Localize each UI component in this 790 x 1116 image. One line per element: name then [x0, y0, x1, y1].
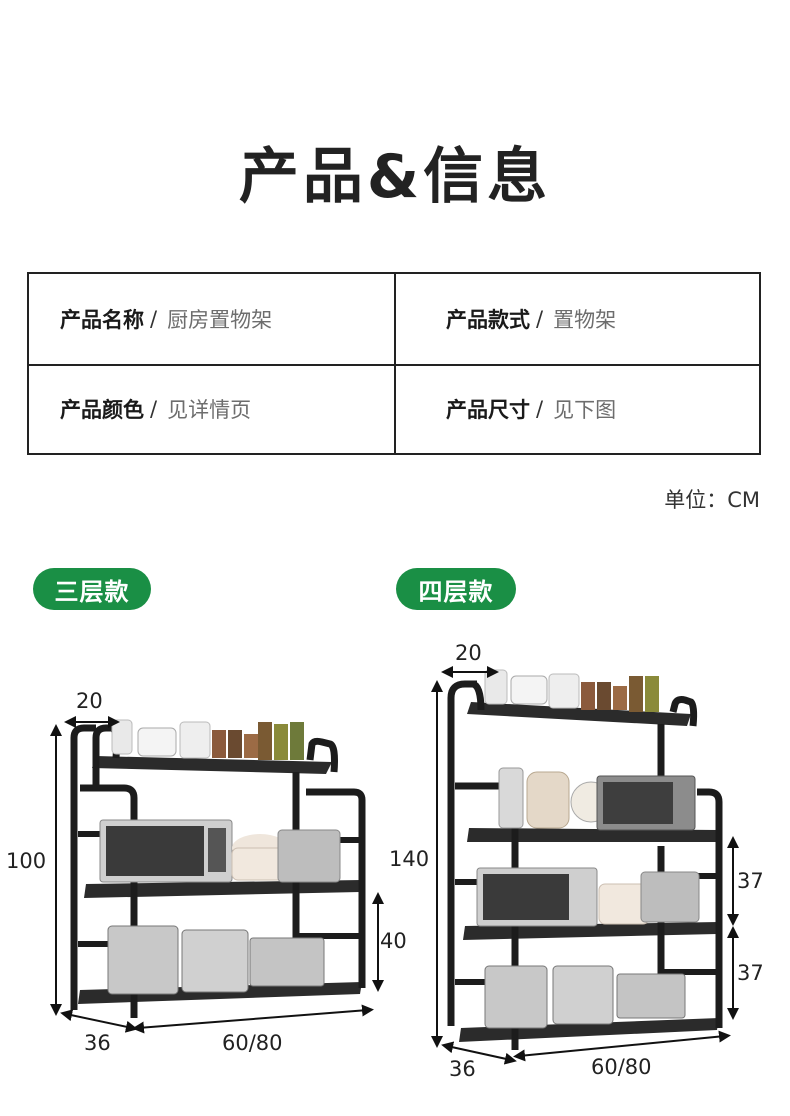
- badge-three-tier: 三层款: [33, 568, 151, 610]
- spec-separator: /: [536, 306, 544, 331]
- microwave-icon: [476, 775, 696, 927]
- spec-key: 产品颜色: [60, 398, 144, 423]
- jars-icon: [111, 719, 304, 760]
- spec-cell-name: 产品名称/ 厨房置物架: [29, 274, 394, 364]
- dim-width: 60/80: [222, 1031, 283, 1055]
- dim-depth: 36: [449, 1057, 476, 1081]
- dim-shelf-gap-upper: 37: [737, 869, 764, 893]
- spec-value: 置物架: [553, 307, 617, 332]
- spec-separator: /: [150, 397, 158, 422]
- dim-top-depth: 20: [76, 689, 103, 713]
- dim-lower-height: 40: [380, 929, 407, 953]
- dim-height: 140: [389, 847, 429, 871]
- spec-key: 产品款式: [446, 307, 530, 332]
- spec-value: 见下图: [553, 398, 617, 423]
- spec-key: 产品尺寸: [446, 398, 530, 423]
- spec-cell-color: 产品颜色/ 见详情页: [29, 363, 394, 454]
- stockpot-icon: [107, 925, 325, 995]
- spec-separator: /: [536, 397, 544, 422]
- jars-icon: [484, 669, 659, 712]
- spec-table: 产品名称/厨房置物架 产品款式/置物架 产品颜色/见详情页 产品尺寸/见下图: [27, 272, 761, 455]
- microwave-icon: [99, 819, 233, 883]
- three-tier-rack-illustration: 100 20 40 36 60/80: [6, 689, 407, 1055]
- badge-four-tier: 四层款: [396, 568, 516, 610]
- four-tier-rack-illustration: 140 20 37 37 36 60/80: [389, 641, 764, 1081]
- spec-cell-size: 产品尺寸/ 见下图: [394, 363, 759, 453]
- dim-top-depth: 20: [455, 641, 482, 665]
- spec-key: 产品名称: [60, 307, 144, 332]
- pot-icon: [598, 871, 700, 925]
- spec-value: 厨房置物架: [167, 307, 273, 332]
- dim-width: 60/80: [591, 1055, 652, 1079]
- dim-depth: 36: [84, 1031, 111, 1055]
- dim-height: 100: [6, 849, 46, 873]
- page-title: 产品&信息: [238, 142, 552, 212]
- stockpot-icon: [484, 965, 686, 1029]
- pot-icon: [231, 829, 341, 883]
- unit-label: 单位：CM: [664, 488, 760, 512]
- mixer-icon: [498, 767, 612, 829]
- spec-cell-style: 产品款式/ 置物架: [394, 274, 759, 364]
- spec-value: 见详情页: [167, 398, 252, 423]
- spec-separator: /: [150, 306, 158, 331]
- dim-shelf-gap-lower: 37: [737, 961, 764, 985]
